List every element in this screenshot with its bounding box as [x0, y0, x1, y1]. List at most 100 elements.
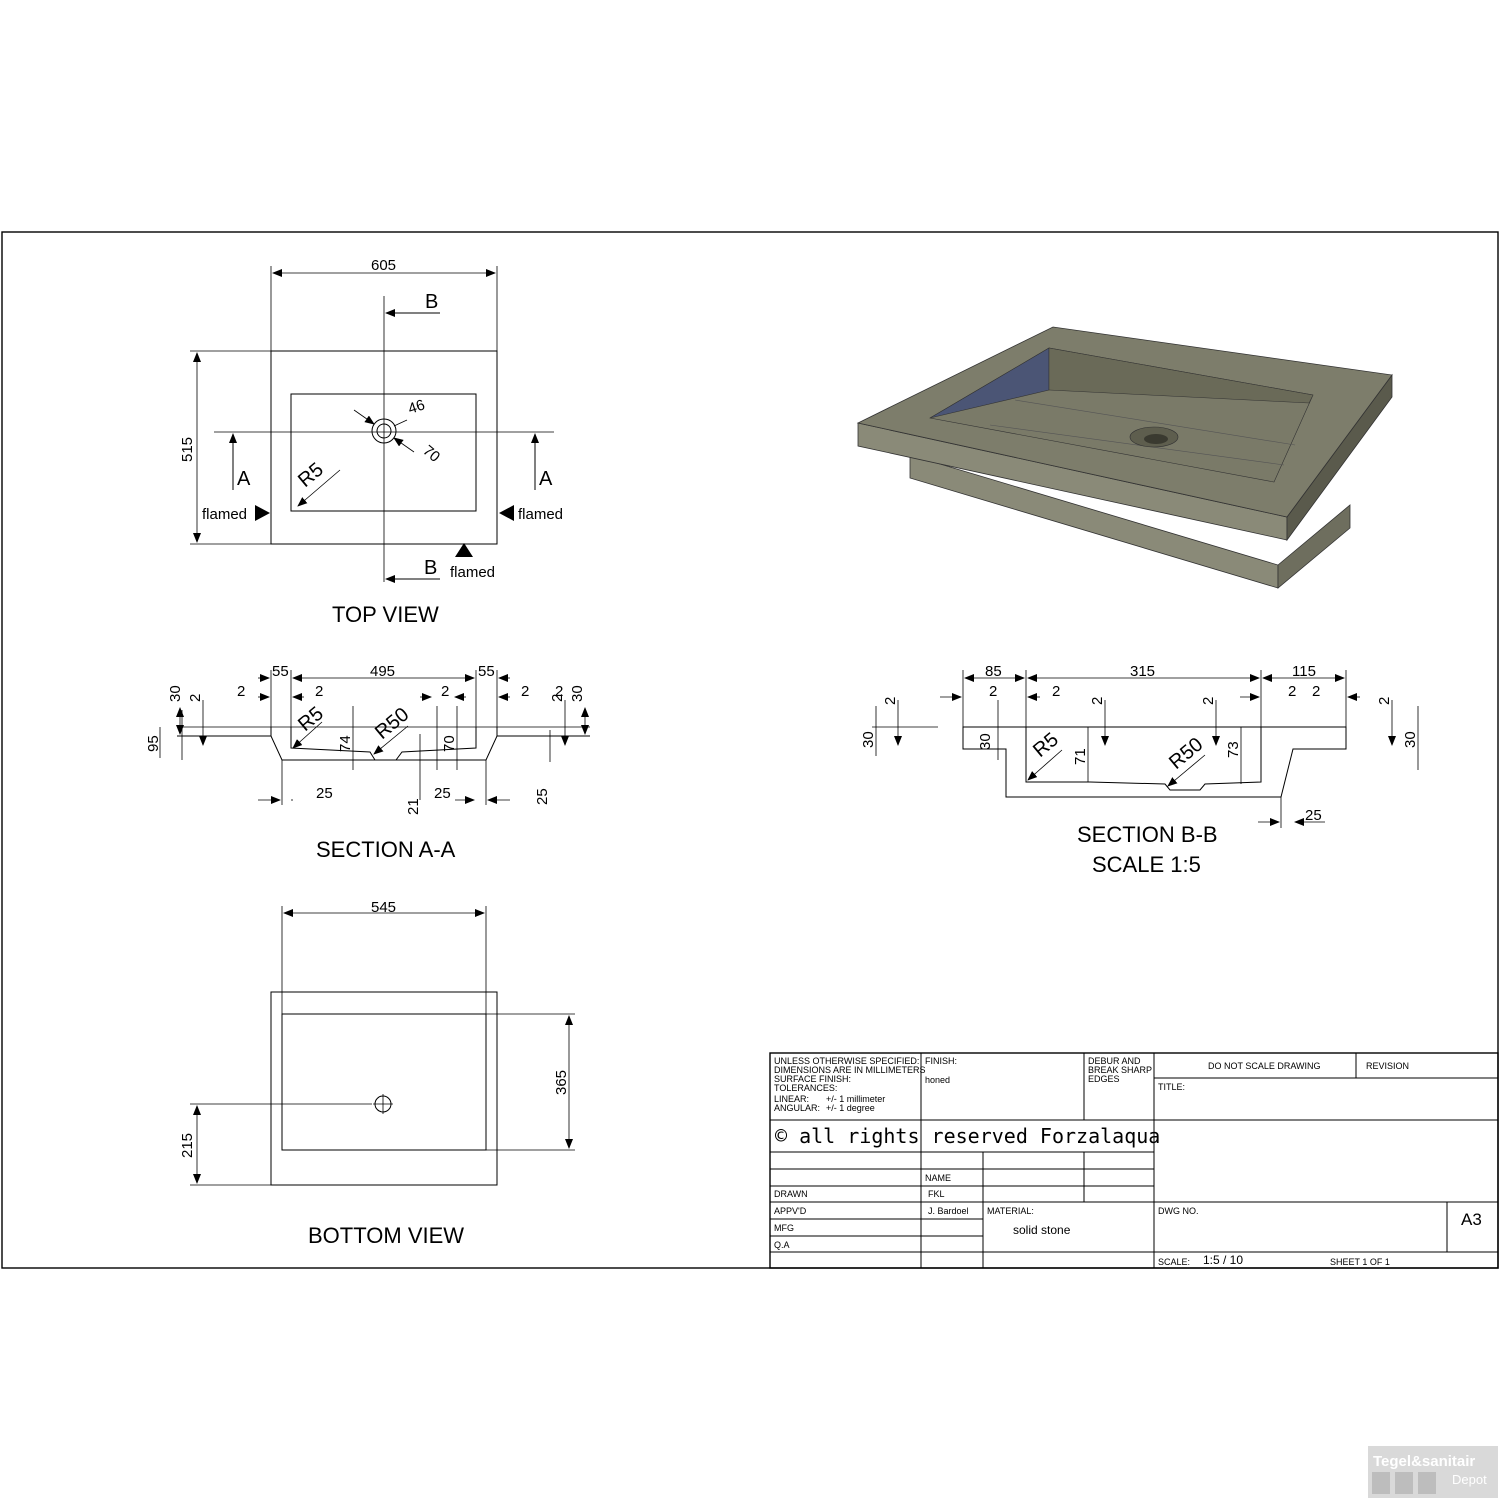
copyright: © all rights reserved Forzalaqua — [775, 1124, 1160, 1148]
dim-545: 545 — [371, 899, 396, 916]
dim-aa-2-right: 2 — [549, 694, 566, 702]
dim-bb-315: 315 — [1130, 663, 1155, 680]
flamed-left: flamed — [202, 506, 247, 523]
note-6: ANGULAR: — [774, 1103, 820, 1113]
dim-bb-2a: 2 — [989, 683, 997, 700]
sheet-count: SHEET 1 OF 1 — [1330, 1257, 1390, 1267]
scale-value: 1:5 / 10 — [1203, 1253, 1243, 1267]
name-label: NAME — [925, 1173, 951, 1183]
dim-bb-30-inner: 30 — [977, 733, 994, 750]
section-bb: 85 315 115 2 2 2 2 2 30 30 2 2 71 73 2 3… — [860, 663, 1419, 877]
title-block: UNLESS OTHERWISE SPECIFIED: DIMENSIONS A… — [769, 1052, 1499, 1269]
dim-aa-30-right: 30 — [569, 685, 586, 702]
dim-aa-70: 70 — [441, 735, 458, 752]
dim-aa-2-left: 2 — [187, 694, 204, 702]
dim-215: 215 — [179, 1133, 196, 1158]
note-1: UNLESS OTHERWISE SPECIFIED: — [774, 1056, 919, 1066]
dim-365: 365 — [553, 1070, 570, 1095]
top-view: 46 70 R5 605 515 A A B B flamed flamed f… — [179, 257, 563, 627]
material-value: solid stone — [1013, 1223, 1071, 1237]
dim-aa-95: 95 — [145, 735, 162, 752]
dim-70: 70 — [419, 442, 443, 466]
qa-label: Q.A — [774, 1240, 790, 1250]
dim-bb-r50: R50 — [1165, 733, 1207, 773]
svg-text:Depot: Depot — [1452, 1472, 1487, 1487]
dim-bb-2b: 2 — [1052, 683, 1060, 700]
dim-bb-r5: R5 — [1029, 729, 1063, 762]
title-label: TITLE: — [1158, 1082, 1185, 1092]
debur-2: BREAK SHARP — [1088, 1065, 1152, 1075]
note-2: DIMENSIONS ARE IN MILLIMETERS — [774, 1065, 926, 1075]
dim-bb-115: 115 — [1292, 663, 1316, 680]
dim-aa-55-left: 55 — [272, 663, 289, 680]
section-bb-title: SECTION B-B — [1077, 822, 1218, 847]
watermark-logo: Tegel&sanitair Depot — [1368, 1446, 1498, 1498]
dim-aa-2a: 2 — [237, 683, 245, 700]
dim-bb-30-left: 30 — [860, 731, 877, 748]
section-a-left: A — [237, 468, 251, 490]
dim-aa-2b: 2 — [315, 683, 323, 700]
section-aa: 55 495 55 2 2 2 2 2 30 2 95 2 30 25 74 7 — [145, 663, 590, 862]
scale-label: SCALE: — [1158, 1257, 1190, 1267]
section-b-bottom: B — [424, 557, 437, 579]
dim-bb-85: 85 — [985, 663, 1002, 680]
flamed-right: flamed — [518, 506, 563, 523]
note-5: LINEAR: — [774, 1094, 809, 1104]
tol-linear: +/- 1 millimeter — [826, 1094, 885, 1104]
dim-bb-2-left: 2 — [882, 697, 899, 705]
flamed-bottom: flamed — [450, 564, 495, 581]
sheet-size: A3 — [1461, 1210, 1482, 1229]
dim-515: 515 — [179, 437, 196, 462]
dim-r5: R5 — [294, 459, 328, 492]
revision-label: REVISION — [1366, 1061, 1409, 1071]
dim-bb-2c: 2 — [1288, 683, 1296, 700]
dim-aa-30-left: 30 — [167, 685, 184, 702]
flamed-arrow-right — [499, 505, 514, 521]
note-4: TOLERANCES: — [774, 1083, 837, 1093]
dim-bb-2d: 2 — [1312, 683, 1320, 700]
dim-bb-30-right: 30 — [1402, 731, 1419, 748]
dim-bb-2-mid2: 2 — [1200, 697, 1217, 705]
dim-aa-495: 495 — [370, 663, 395, 680]
dim-aa-55-right: 55 — [478, 663, 495, 680]
drain-icon — [371, 418, 397, 444]
dim-aa-25-left: 25 — [316, 785, 333, 802]
dim-bb-73: 73 — [1225, 741, 1242, 758]
bottom-view: 545 365 215 BOTTOM VIEW — [179, 899, 575, 1248]
dim-aa-r50: R50 — [371, 703, 413, 743]
flamed-arrow-left — [255, 505, 270, 521]
dim-aa-2d: 2 — [521, 683, 529, 700]
sheet-border — [1, 231, 1499, 1269]
debur-1: DEBUR AND — [1088, 1056, 1141, 1066]
appvd-label: APPV'D — [774, 1206, 807, 1216]
dim-aa-21: 21 — [405, 798, 422, 815]
do-not-scale: DO NOT SCALE DRAWING — [1208, 1061, 1321, 1071]
dim-bb-2-right: 2 — [1376, 697, 1393, 705]
section-a-right: A — [539, 468, 553, 490]
dim-bb-2-mid1: 2 — [1089, 697, 1106, 705]
dim-aa-74: 74 — [337, 735, 354, 752]
dim-605: 605 — [371, 257, 396, 274]
dim-46: 46 — [406, 396, 427, 417]
dim-bb-71: 71 — [1072, 748, 1089, 765]
appvd-name: J. Bardoel — [928, 1206, 969, 1216]
drawn-label: DRAWN — [774, 1189, 808, 1199]
basin-3d-render — [856, 326, 1393, 589]
dwg-no-label: DWG NO. — [1158, 1206, 1199, 1216]
section-bb-scale: SCALE 1:5 — [1092, 852, 1201, 877]
debur-3: EDGES — [1088, 1074, 1120, 1084]
tol-angular: +/- 1 degree — [826, 1103, 875, 1113]
dim-aa-2e: 2 — [555, 683, 563, 700]
section-b-top: B — [425, 291, 438, 313]
material-label: MATERIAL: — [987, 1206, 1034, 1216]
finish-label: FINISH: — [925, 1056, 957, 1066]
top-view-title: TOP VIEW — [332, 602, 439, 627]
flamed-arrow-bottom — [455, 543, 473, 557]
bottom-view-title: BOTTOM VIEW — [308, 1223, 464, 1248]
dim-bb-25: 25 — [1305, 807, 1322, 824]
dim-aa-25-mid: 25 — [434, 785, 451, 802]
note-3: SURFACE FINISH: — [774, 1074, 851, 1084]
svg-text:Tegel&sanitair: Tegel&sanitair — [1373, 1453, 1475, 1470]
drawn-name: FKL — [928, 1189, 945, 1199]
section-aa-title: SECTION A-A — [316, 837, 456, 862]
